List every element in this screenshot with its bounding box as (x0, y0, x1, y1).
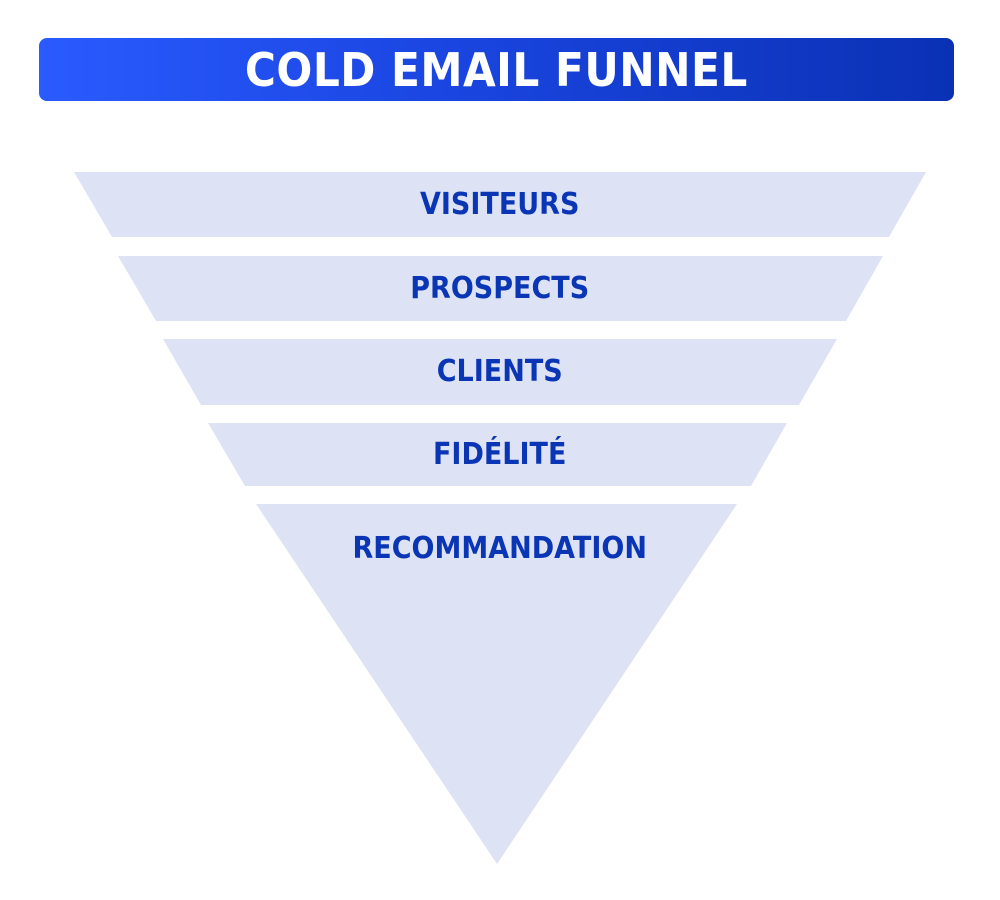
title-banner: COLD EMAIL FUNNEL (39, 38, 954, 101)
funnel-stage-2-shape (118, 256, 883, 321)
funnel-stage-label: FIDÉLITÉ (432, 437, 567, 472)
funnel-stage-label: RECOMMANDATION (352, 531, 647, 566)
funnel-stage-3-shape (163, 339, 837, 405)
page-title: COLD EMAIL FUNNEL (245, 42, 748, 97)
funnel-stage-4-shape (208, 423, 787, 486)
funnel-stage-label: PROSPECTS (410, 271, 590, 306)
funnel-stage-label: VISITEURS (419, 187, 580, 222)
funnel-stage-label: CLIENTS (436, 354, 563, 389)
funnel-stage-5-shape (256, 504, 737, 864)
funnel-stage-1-shape (74, 172, 926, 237)
